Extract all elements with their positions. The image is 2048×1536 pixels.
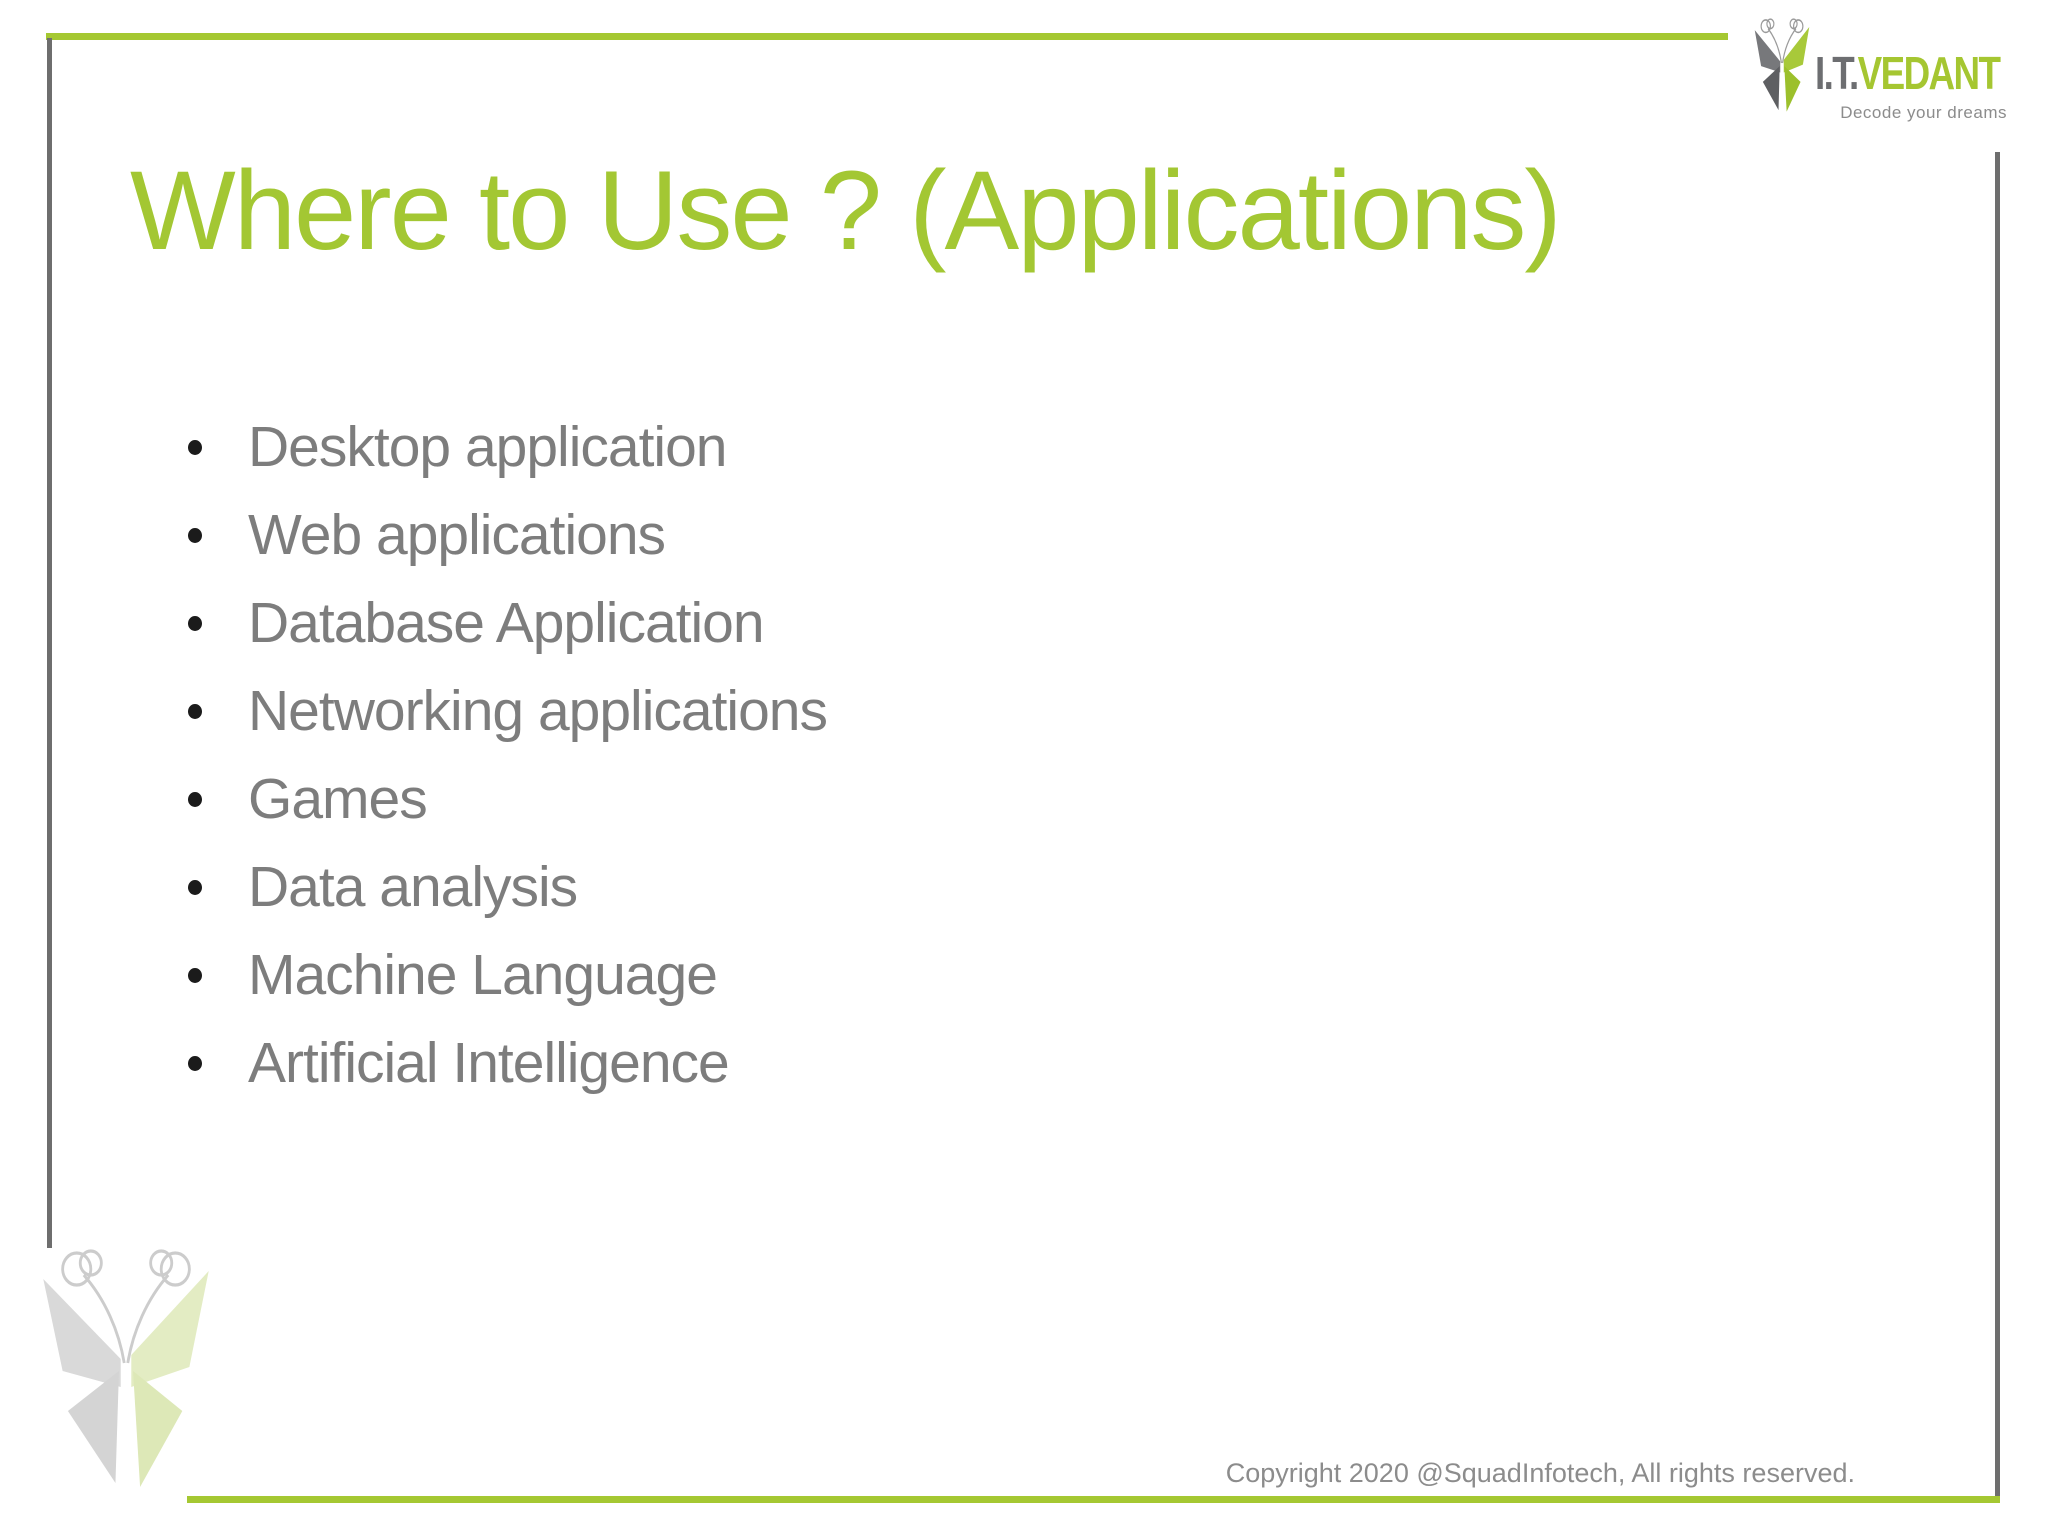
- logo-brand-prefix: I.T.: [1815, 47, 1859, 99]
- list-item-label: Games: [248, 767, 428, 831]
- itvedant-logo: I.T.VEDANT Decode your dreams: [1753, 16, 2007, 123]
- butterfly-icon: [1754, 18, 1810, 112]
- right-border-line: [1995, 152, 2000, 1500]
- bullet-icon: [188, 703, 202, 719]
- bullet-icon: [188, 527, 202, 543]
- bullet-icon: [188, 791, 202, 807]
- logo-brand-name: I.T.VEDANT: [1815, 47, 2001, 99]
- left-border-line: [47, 38, 52, 1248]
- bullet-list: Desktop application Web applications Dat…: [188, 403, 828, 1107]
- list-item: Machine Language: [188, 931, 827, 1019]
- list-item: Games: [188, 755, 827, 843]
- list-item: Database Application: [188, 579, 827, 667]
- list-item-label: Artificial Intelligence: [248, 1031, 730, 1095]
- logo-text: I.T.VEDANT Decode your dreams: [1815, 50, 2007, 123]
- list-item: Desktop application: [188, 403, 827, 491]
- bottom-accent-line: [187, 1496, 2000, 1503]
- list-item: Artificial Intelligence: [188, 1019, 827, 1107]
- copyright-text: Copyright 2020 @SquadInfotech, All right…: [1225, 1458, 1855, 1488]
- list-item: Web applications: [188, 491, 827, 579]
- bullet-icon: [188, 439, 202, 455]
- list-item: Networking applications: [188, 667, 828, 755]
- bullet-icon: [188, 879, 202, 895]
- bullet-icon: [188, 967, 202, 983]
- list-item-label: Data analysis: [248, 855, 578, 919]
- bullet-icon: [188, 1055, 202, 1071]
- logo-brand-main: VEDANT: [1857, 47, 2001, 99]
- bullet-icon: [188, 615, 202, 631]
- list-item-label: Networking applications: [248, 679, 828, 743]
- butterfly-watermark-icon: [38, 1243, 214, 1493]
- list-item-label: Desktop application: [248, 415, 727, 479]
- logo-tagline: Decode your dreams: [1840, 103, 2007, 122]
- list-item: Data analysis: [188, 843, 827, 931]
- list-item-label: Web applications: [248, 503, 666, 567]
- slide-title: Where to Use ? (Applications): [130, 148, 1562, 273]
- top-accent-line: [46, 33, 1728, 40]
- list-item-label: Machine Language: [248, 943, 718, 1007]
- list-item-label: Database Application: [248, 591, 765, 655]
